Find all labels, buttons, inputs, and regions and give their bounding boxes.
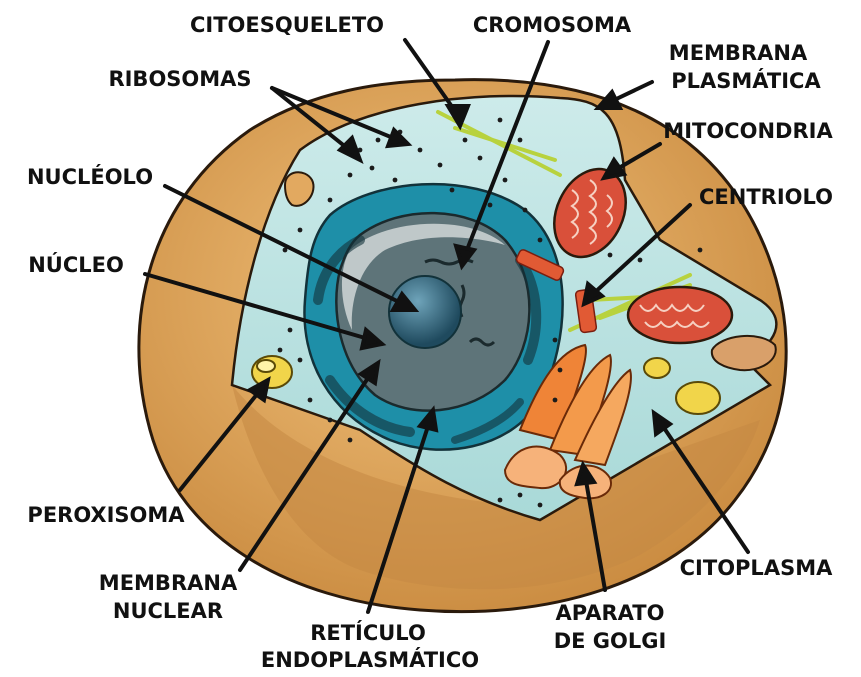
label-centriolo: CENTRIOLO	[699, 185, 833, 209]
label-mitocondria: MITOCONDRIA	[663, 119, 833, 143]
label-cromosoma: CROMOSOMA	[473, 13, 632, 37]
label-membrana-nuclear-2: NUCLEAR	[113, 599, 223, 623]
peroxisome	[252, 356, 292, 388]
label-nucleolo: NUCLÉOLO	[27, 164, 153, 189]
membrane-fold	[712, 336, 776, 370]
label-peroxisoma: PEROXISOMA	[27, 503, 185, 527]
label-membrana-plasmatica-1: MEMBRANA	[669, 41, 808, 65]
label-membrana-plasmatica-2: PLASMÁTICA	[671, 68, 821, 93]
label-citoesqueleto: CITOESQUELETO	[190, 13, 384, 37]
label-aparato-2: DE GOLGI	[554, 629, 667, 653]
label-citoplasma: CITOPLASMA	[680, 556, 833, 580]
label-aparato-1: APARATO	[556, 601, 665, 625]
mitochondrion-2	[628, 287, 732, 343]
label-nucleo: NÚCLEO	[28, 252, 124, 277]
label-reticulo-2: ENDOPLASMÁTICO	[261, 647, 479, 672]
label-ribosomas: RIBOSOMAS	[108, 67, 251, 91]
label-membrana-nuclear-1: MEMBRANA	[99, 571, 238, 595]
label-reticulo-1: RETÍCULO	[310, 620, 426, 645]
